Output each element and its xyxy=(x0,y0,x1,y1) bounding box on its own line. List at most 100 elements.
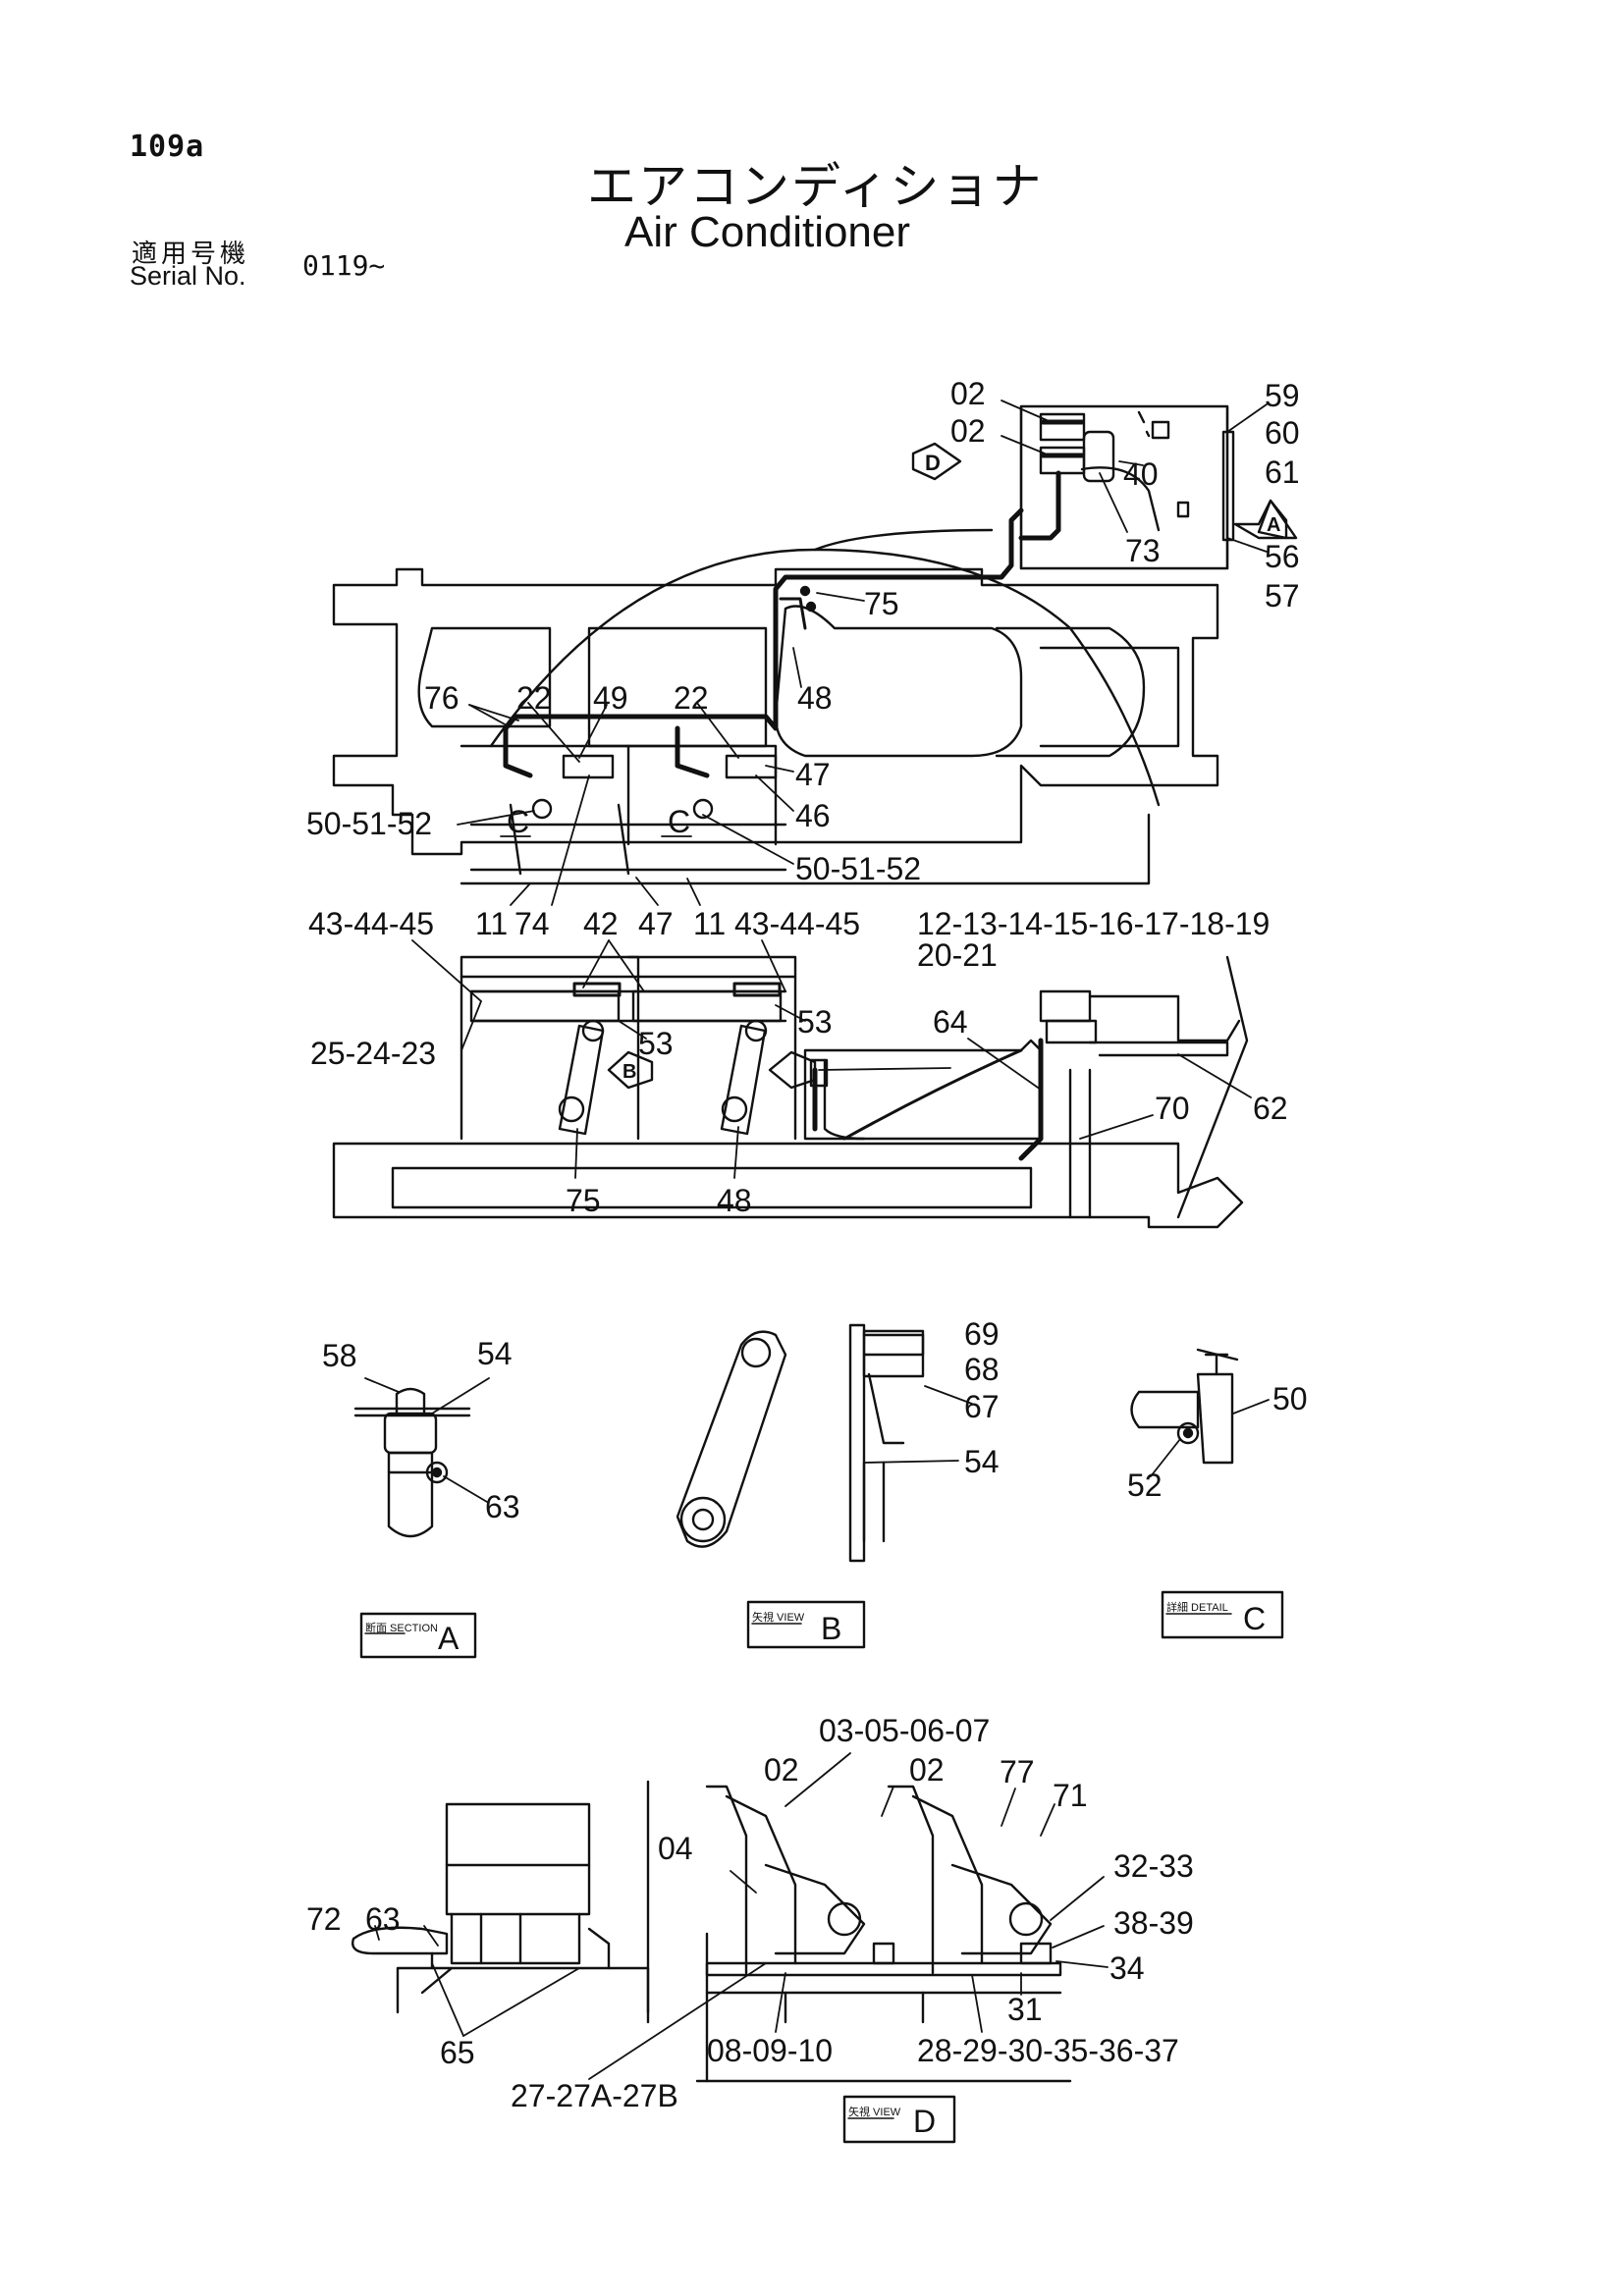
view-d-right-drawing xyxy=(695,1785,1072,2083)
view-tag-d-small: 矢視 VIEW xyxy=(848,2105,901,2118)
part-label: 32-33 xyxy=(1113,1848,1194,1884)
part-label: 02 xyxy=(909,1752,945,1788)
part-label: 48 xyxy=(717,1183,752,1218)
part-label: 68 xyxy=(964,1352,1000,1387)
part-label: 08-09-10 xyxy=(707,2033,833,2068)
detail-c-markers: C C xyxy=(507,804,690,839)
view-marker-b-letter: B xyxy=(622,1061,636,1083)
part-labels-main: 02 02 40 73 59 60 61 56 57 75 48 76 22 4… xyxy=(306,376,1300,1218)
part-label: 52 xyxy=(1127,1468,1163,1503)
part-label: 75 xyxy=(566,1183,601,1218)
part-label: 75 xyxy=(864,586,899,621)
part-labels-section-a: 58 54 63 xyxy=(322,1336,520,1524)
part-label: 03-05-06-07 xyxy=(819,1713,990,1748)
part-label: 71 xyxy=(1053,1778,1088,1813)
part-label: 76 xyxy=(424,680,460,716)
part-label: 46 xyxy=(795,798,831,833)
part-label: 12-13-14-15-16-17-18-19 xyxy=(917,906,1270,941)
part-label: 67 xyxy=(964,1389,1000,1424)
view-marker-a-letter: A xyxy=(1267,514,1280,536)
part-label: 48 xyxy=(797,680,833,716)
part-label: 70 xyxy=(1155,1091,1190,1126)
serial-label-japanese: 適用号機 xyxy=(132,240,250,269)
part-label: 77 xyxy=(1000,1754,1035,1789)
part-label: 72 xyxy=(306,1901,342,1937)
part-label: 40 xyxy=(1123,456,1159,492)
view-b-drawing xyxy=(676,1323,925,1563)
part-label: 50-51-52 xyxy=(306,806,432,841)
part-label: 53 xyxy=(638,1026,674,1061)
detail-marker-c: C xyxy=(668,804,690,839)
page-title-english: Air Conditioner xyxy=(624,208,911,256)
part-label: 61 xyxy=(1265,454,1300,490)
part-label: 60 xyxy=(1265,415,1300,451)
detail-marker-c: C xyxy=(507,804,529,839)
view-tag-d: 矢視 VIEW D xyxy=(842,2095,956,2144)
part-label: 63 xyxy=(485,1489,520,1524)
part-label: 65 xyxy=(440,2035,475,2070)
view-tag-d-letter: D xyxy=(913,2104,936,2139)
detail-tag-c-letter: C xyxy=(1243,1601,1266,1636)
detail-tag-c-small: 詳細 DETAIL xyxy=(1166,1600,1228,1614)
part-label: 50-51-52 xyxy=(795,851,921,886)
part-label: 57 xyxy=(1265,578,1300,614)
plan-view-frame xyxy=(332,507,1219,885)
part-label: 47 xyxy=(638,906,674,941)
part-label: 20-21 xyxy=(917,937,998,973)
part-label: 27-27A-27B xyxy=(511,2078,678,2113)
part-label: 74 xyxy=(514,906,550,941)
section-tag-a: 断面 SECTION A xyxy=(359,1612,477,1659)
part-label: 50 xyxy=(1272,1381,1308,1416)
part-label: 02 xyxy=(764,1752,799,1788)
part-label: 02 xyxy=(950,376,986,411)
section-a-drawing xyxy=(353,1387,471,1538)
view-tag-b-small: 矢視 VIEW xyxy=(752,1610,805,1624)
part-label: 04 xyxy=(658,1831,693,1866)
part-labels-view-b: 69 68 67 54 xyxy=(964,1316,1000,1479)
part-label: 58 xyxy=(322,1338,357,1373)
leader-lines xyxy=(364,400,1270,2080)
part-label: 62 xyxy=(1253,1091,1288,1126)
part-label: 63 xyxy=(365,1901,401,1937)
part-label: 54 xyxy=(477,1336,513,1371)
detail-tag-c: 詳細 DETAIL C xyxy=(1161,1590,1284,1639)
view-tag-b-letter: B xyxy=(821,1611,841,1646)
page-title-japanese: エアコンディショナ xyxy=(587,158,1044,215)
side-view-frame: B xyxy=(332,955,1249,1229)
part-label: 73 xyxy=(1125,533,1161,568)
view-marker-d-letter: D xyxy=(925,451,941,475)
part-label: 38-39 xyxy=(1113,1905,1194,1941)
part-label: 69 xyxy=(964,1316,1000,1352)
part-label: 22 xyxy=(674,680,709,716)
part-label: 11 xyxy=(693,906,726,941)
part-label: 22 xyxy=(516,680,552,716)
part-label: 43-44-45 xyxy=(734,906,860,941)
section-tag-a-letter: A xyxy=(438,1621,460,1656)
part-label: 31 xyxy=(1007,1992,1043,2027)
view-d-left-drawing xyxy=(352,1780,650,2024)
part-label: 28-29-30-35-36-37 xyxy=(917,2033,1179,2068)
serial-number-value: 0119~ xyxy=(302,249,386,282)
view-tag-b: 矢視 VIEW B xyxy=(746,1600,866,1649)
part-label: 49 xyxy=(593,680,628,716)
serial-label-english: Serial No. xyxy=(130,261,246,291)
view-marker-d-arrow: D xyxy=(911,442,962,481)
part-labels-detail-c: 50 52 xyxy=(1127,1381,1308,1503)
section-tag-a-small: 断面 SECTION xyxy=(365,1621,438,1634)
part-label: 43-44-45 xyxy=(308,906,434,941)
detail-c-drawing xyxy=(1130,1348,1239,1465)
cab-unit xyxy=(1018,404,1235,570)
part-label: 64 xyxy=(933,1004,968,1040)
page-number: 109a xyxy=(130,130,205,164)
part-label: 02 xyxy=(950,413,986,449)
part-label: 25-24-23 xyxy=(310,1036,436,1071)
part-label: 47 xyxy=(795,757,831,792)
part-label: 11 xyxy=(475,906,508,941)
part-label: 53 xyxy=(797,1004,833,1040)
part-label: 42 xyxy=(583,906,619,941)
part-labels-view-d: 03-05-06-07 02 02 77 71 04 32-33 38-39 3… xyxy=(306,1713,1194,2113)
part-label: 59 xyxy=(1265,378,1300,413)
part-label: 56 xyxy=(1265,539,1300,574)
part-label: 34 xyxy=(1109,1950,1145,1986)
